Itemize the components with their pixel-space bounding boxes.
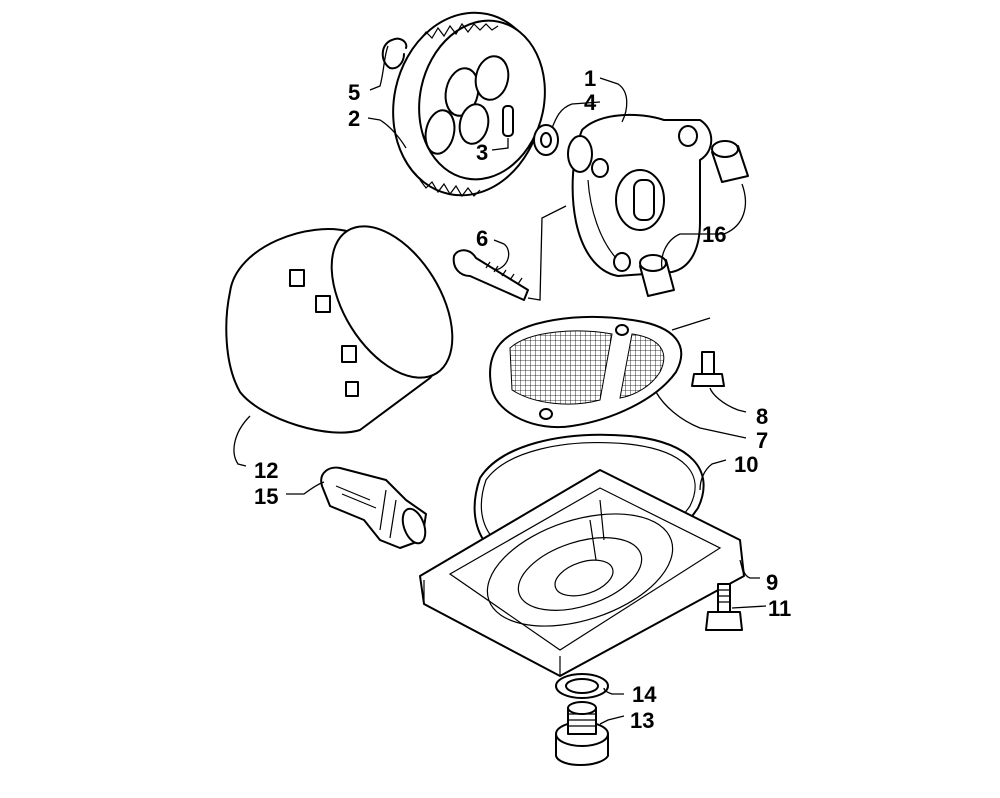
callout-3: 3 [476,140,488,165]
snap-ring [381,37,408,70]
callout-13: 13 [630,708,654,733]
callout-5: 5 [348,80,360,105]
oil-pressure-switch [320,466,427,549]
callout-14: 14 [632,682,657,707]
callout-11: 11 [768,596,791,621]
callout-8: 8 [756,404,768,429]
oil-pump-gear [392,11,546,198]
callout-7: 7 [756,428,768,453]
callout-15: 15 [254,484,278,509]
oil-filter [225,225,454,434]
pump-screw [452,249,529,301]
callout-12: 12 [254,458,278,483]
callout-6: 6 [476,226,488,251]
oil-strainer [489,316,683,429]
woodruff-key [502,105,514,137]
oil-pump-assembly [567,113,713,277]
drain-plug-washer [555,673,609,699]
callout-4: 4 [584,90,597,115]
drain-plug [555,701,609,766]
pan-bolt [705,583,743,631]
callout-9: 9 [766,570,778,595]
dowel-pin-upper [711,140,749,183]
callout-16: 16 [702,222,726,247]
callout-2: 2 [348,106,360,131]
callout-10: 10 [734,452,758,477]
callout-1: 1 [584,66,596,91]
washer [533,124,559,156]
dowel-pin-lower [639,254,675,297]
oil-pan [419,469,745,677]
strainer-bolt [691,351,725,387]
